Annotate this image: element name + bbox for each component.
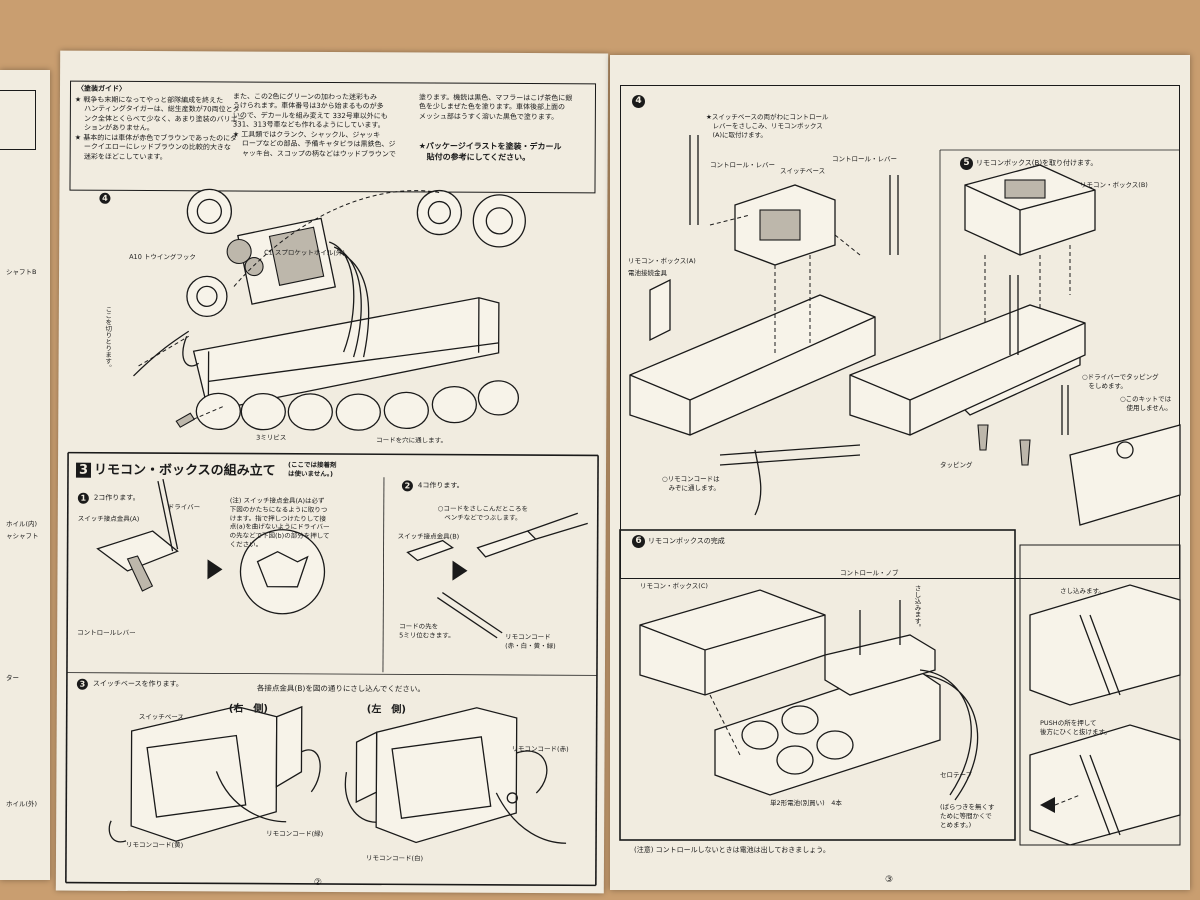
remote-box-drawings bbox=[619, 135, 1181, 846]
step-3-badge: 3 bbox=[76, 678, 88, 690]
switch-base-right-label: スイッチベース bbox=[780, 167, 826, 175]
left-side-label: (左 側) bbox=[366, 704, 406, 716]
screw-label: 3ミリビス bbox=[256, 433, 287, 442]
step-5-instruction: リモコンボックス(B)を取り付けます。 bbox=[976, 159, 1098, 167]
control-knob-label: コントロール・ノブ bbox=[840, 569, 899, 577]
section-3-subtitle: (ここでは接着剤 は使いません。) bbox=[287, 460, 337, 478]
left-page-number: ② bbox=[313, 877, 322, 888]
right-side-label: (右 側) bbox=[228, 703, 268, 715]
switch-base-label: スイッチベース bbox=[138, 712, 184, 722]
edge-label-5: ホイル(外) bbox=[6, 800, 38, 808]
box-b-label: リモコン・ボックス(B) bbox=[1080, 181, 1148, 189]
lever-left-label: コントロール・レバー bbox=[710, 161, 775, 169]
remote-cord-label: リモコンコード (赤・白・黄・緑) bbox=[505, 632, 556, 650]
step-6-badge: 6 bbox=[632, 535, 645, 548]
step-1-note: (注) スイッチ接点金具(A)は必ず 下図のかたちになるように取りつ けます。指… bbox=[229, 496, 330, 549]
contact-a-label: スイッチ接点金具(A) bbox=[77, 514, 140, 523]
lever-right-label: コントロール・レバー bbox=[832, 155, 897, 163]
insert-2-label: さし込みます。 bbox=[1060, 587, 1105, 595]
step-1-badge: 1 bbox=[77, 492, 89, 504]
section-3-title-text: リモコン・ボックスの組み立て bbox=[94, 462, 276, 479]
contact-b-label: スイッチ接点金具(B) bbox=[397, 532, 460, 541]
control-lever-label: コントロールレバー bbox=[77, 628, 136, 637]
left-page: 〈塗装ガイド〉 ★ 戦争も末期になってやっと部隊編成を終えた ハンティングタイガ… bbox=[55, 50, 609, 894]
edge-label-4: ター bbox=[6, 674, 19, 682]
cord-tip-note: コードの先を 5ミリ位むきます。 bbox=[399, 622, 455, 640]
step-4-5-box bbox=[620, 85, 1180, 579]
cut-here-label: ここを切りとります。 bbox=[103, 305, 112, 371]
previous-page-edge: シャフトB ホイル(内) ャシャフト ター ホイル(外) bbox=[0, 70, 50, 880]
edge-label-3: ャシャフト bbox=[6, 532, 39, 540]
edge-label-2: ホイル(内) bbox=[6, 520, 38, 528]
step-2-text: 4コ作ります。 bbox=[417, 481, 464, 490]
tape-note: (ばらつきを無くす ために等間かくで とめます。) bbox=[940, 803, 995, 829]
kit-not-used-note: ○このキットでは 使用しません。 bbox=[1120, 395, 1172, 412]
cord-hole-label: コードを穴に通します。 bbox=[376, 436, 448, 445]
caution-note: (注意) コントロールしないときは電池は出しておきましょう。 bbox=[634, 846, 830, 854]
hull-assembly-drawing bbox=[65, 188, 599, 887]
cord-yellow-label: リモコンコード(黄) bbox=[126, 840, 184, 850]
step-1-text: 2コ作ります。 bbox=[93, 493, 140, 502]
previous-page-box bbox=[0, 90, 36, 150]
box-a-label: リモコン・ボックス(A) bbox=[628, 257, 696, 265]
insert-label: さし込みます。 bbox=[913, 585, 921, 631]
tapping-label: タッピング bbox=[940, 461, 973, 469]
section-3-number: 3 bbox=[75, 462, 92, 478]
battery-label: 単2形電池(別買い) 4本 bbox=[770, 799, 842, 807]
towing-hook-label: A10 トウイングフック bbox=[129, 252, 196, 262]
driver-tapping-note: ○ドライバーでタッピング をしめます。 bbox=[1082, 373, 1159, 390]
step-3-instruction: 各接点金具(B)を図の通りにさし込んでください。 bbox=[256, 683, 425, 694]
edge-label-1: シャフトB bbox=[6, 268, 37, 276]
cord-white-label: リモコンコード(白) bbox=[365, 854, 424, 863]
step-3-text: スイッチベースを作ります。 bbox=[92, 679, 183, 689]
sprocket-label: C1 スプロケットホイル(外) bbox=[264, 248, 345, 258]
push-note: PUSHの所を押して 後方にひくと抜けます。 bbox=[1040, 719, 1111, 736]
box-c-label: リモコン・ボックス(C) bbox=[640, 582, 708, 590]
cello-tape-label: セロテープ bbox=[940, 771, 973, 779]
cord-red-label: リモコンコード(赤) bbox=[511, 744, 569, 754]
step-4-right-badge: 4 bbox=[632, 95, 645, 108]
right-page: 4 ★スイッチベースの両がわにコントロール レバーをさしこみ、リモコンボックス … bbox=[610, 55, 1190, 890]
step-5-badge: 5 bbox=[960, 157, 973, 170]
right-page-number: ③ bbox=[885, 875, 894, 885]
driver-label: ドライバー bbox=[167, 503, 201, 512]
battery-contact-label: 電池接続金具 bbox=[628, 269, 667, 277]
cord-groove-note: ○リモコンコードは みぞに通します。 bbox=[662, 475, 720, 492]
step-4-instruction: ★スイッチベースの両がわにコントロール レバーをさしこみ、リモコンボックス (A… bbox=[706, 113, 829, 139]
step-2-badge: 2 bbox=[401, 480, 413, 492]
pliers-note: ○コードをさしこんだところを ペンチなどでつぶします。 bbox=[437, 504, 529, 522]
step-6-title: リモコンボックスの完成 bbox=[648, 537, 725, 545]
cord-green-label: リモコンコード(緑) bbox=[266, 829, 324, 838]
